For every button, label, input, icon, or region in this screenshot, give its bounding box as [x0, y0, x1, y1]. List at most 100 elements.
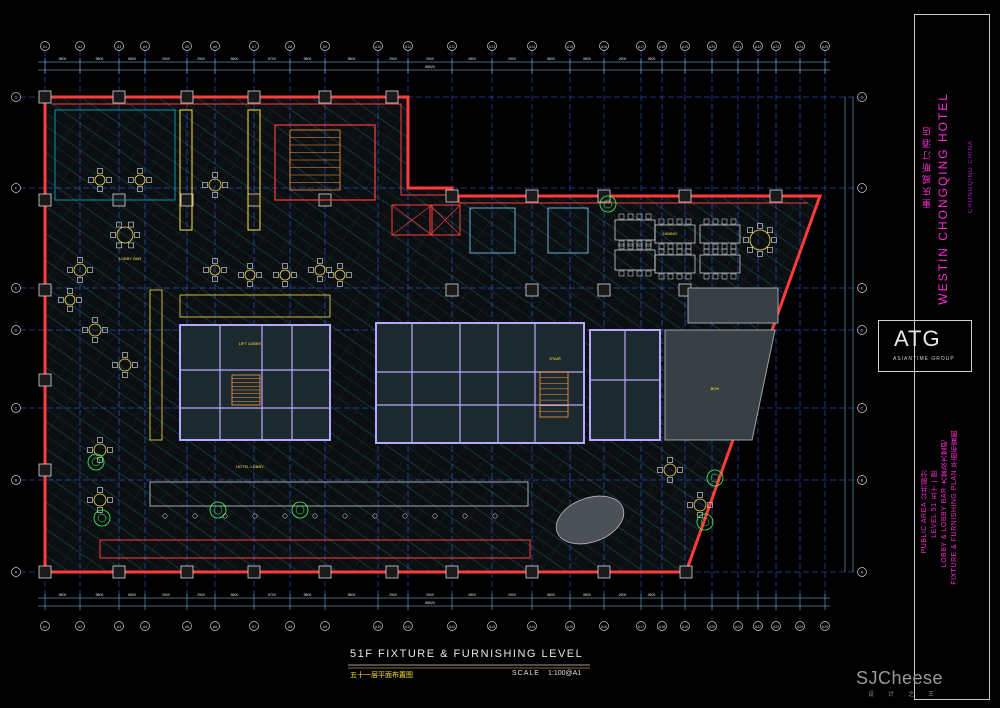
- lift-shaft: [429, 204, 461, 236]
- grid-label-top: A21: [735, 45, 741, 49]
- chair: [636, 213, 643, 220]
- chair: [256, 272, 262, 278]
- grid-bubble-top: [771, 41, 781, 51]
- table-top: [654, 254, 696, 274]
- chair: [645, 270, 652, 277]
- chair: [685, 218, 692, 225]
- chair: [97, 487, 103, 493]
- overall-dimension-bottom: 88520: [425, 601, 435, 605]
- grid-bubble-top: [114, 41, 124, 51]
- dimension-text-top: 2800: [468, 57, 476, 61]
- chair: [137, 186, 143, 192]
- grid-label-bottom: A17: [638, 625, 644, 629]
- seating-group: [328, 263, 352, 287]
- grid-bubble-top: [182, 41, 192, 51]
- seating-group: [273, 263, 297, 287]
- dimension-text-top: 5800: [304, 57, 312, 61]
- planter-inner: [97, 513, 107, 523]
- table: [134, 174, 146, 186]
- chair: [212, 192, 218, 198]
- room-label: BOH: [711, 386, 720, 391]
- dimension-text-bottom: 5800: [59, 593, 67, 597]
- chair: [667, 477, 673, 483]
- seating-group: [238, 263, 262, 287]
- chair: [273, 272, 279, 278]
- bar-stool: [282, 513, 288, 519]
- seating-group: [687, 492, 713, 518]
- seating-group: [112, 352, 138, 378]
- structural-column: [247, 565, 261, 579]
- structural-column: [38, 463, 52, 477]
- chair: [282, 263, 288, 269]
- dimension-text-bottom: 5800: [128, 593, 136, 597]
- south-banquette: [99, 539, 531, 559]
- grid-bubble-bottom: [733, 621, 743, 631]
- grid-label-bottom: A16: [601, 625, 607, 629]
- chair: [627, 243, 634, 250]
- grid-bubble-left: [11, 403, 21, 413]
- grid-label-left: A: [15, 570, 18, 575]
- chair: [212, 172, 218, 178]
- planter: [599, 195, 617, 213]
- dimension-text-bottom: 5800: [348, 593, 356, 597]
- grid-label-top: A10: [375, 45, 381, 49]
- seating-group: [743, 223, 777, 257]
- dimension-text-top: 2900: [508, 57, 516, 61]
- chair: [658, 248, 665, 255]
- grid-label-bottom: A3: [117, 625, 121, 629]
- structural-column: [445, 189, 459, 203]
- lift-cross: [429, 204, 461, 236]
- chair: [128, 177, 134, 183]
- grid-label-top: A25: [822, 45, 828, 49]
- chair: [703, 218, 710, 225]
- seating-group: [110, 221, 140, 249]
- chair: [97, 437, 103, 443]
- grid-bubble-top: [373, 41, 383, 51]
- grid-label-bottom: A8: [288, 625, 292, 629]
- dimension-text-bottom: 2900: [162, 593, 170, 597]
- chair: [747, 227, 753, 233]
- grid-bubble-top: [657, 41, 667, 51]
- structural-column: [38, 193, 52, 207]
- grid-bubble-bottom: [114, 621, 124, 631]
- chair: [247, 281, 253, 287]
- lift-cross: [391, 204, 433, 236]
- seating-group: [87, 487, 113, 513]
- structural-column: [678, 189, 692, 203]
- structural-column: [525, 565, 539, 579]
- bar-stool: [462, 513, 468, 519]
- planter-inner: [91, 457, 101, 467]
- grid-bubble-right: [857, 92, 867, 102]
- grid-bubble-bottom: [140, 621, 150, 631]
- grid-bubble-bottom: [249, 621, 259, 631]
- chair: [687, 502, 693, 508]
- seating-group: [58, 288, 82, 312]
- chair: [730, 218, 737, 225]
- chair: [697, 492, 703, 498]
- chair: [712, 248, 719, 255]
- drawing-info-line-1: PUBLIC AREA 公共部分: [921, 470, 928, 554]
- room-outline: [54, 109, 176, 201]
- grid-bubble-bottom: [285, 621, 295, 631]
- lounge-island: [555, 495, 625, 545]
- grid-label-top: A14: [529, 45, 535, 49]
- grid-label-bottom: A14: [529, 625, 535, 629]
- chair: [67, 288, 73, 294]
- chair: [308, 267, 314, 273]
- boh-block-upper: [687, 287, 779, 324]
- chair: [282, 281, 288, 287]
- grid-bubble-bottom: [636, 621, 646, 631]
- dimension-text-top: 5800: [583, 57, 591, 61]
- chair: [76, 297, 82, 303]
- chair: [134, 232, 140, 238]
- chair: [712, 218, 719, 225]
- chair: [203, 267, 209, 273]
- table: [118, 358, 132, 372]
- grid-label-bottom: A5: [185, 625, 189, 629]
- chair: [685, 248, 692, 255]
- chair: [337, 281, 343, 287]
- dimension-text-top: 5800: [59, 57, 67, 61]
- table: [116, 226, 134, 244]
- chair: [721, 273, 728, 280]
